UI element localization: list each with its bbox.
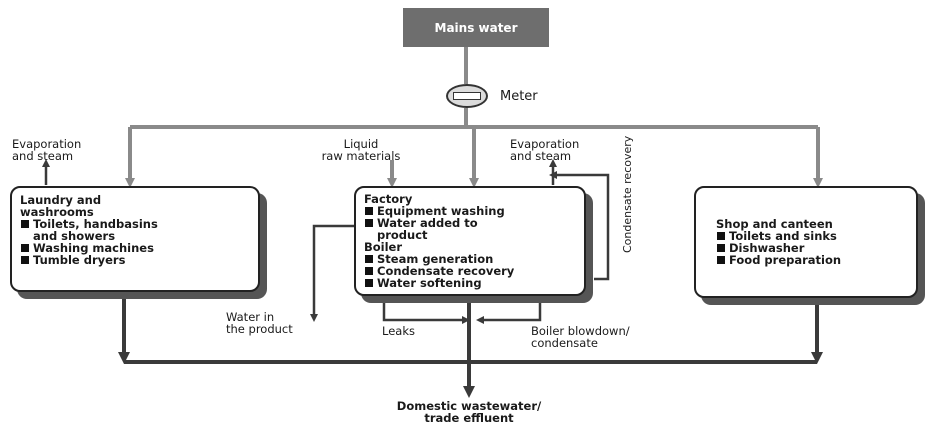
shop-canteen-box: Shop and canteen Toilets and sinks Dishw… bbox=[694, 186, 918, 298]
laundry-washrooms-box: Laundry and washrooms Toilets, handbasin… bbox=[10, 186, 260, 292]
shop-item: Dishwasher bbox=[716, 242, 908, 254]
evaporation-lines bbox=[42, 159, 557, 185]
laundry-item: Washing machines bbox=[20, 242, 250, 254]
boiler-blowdown-label: Boiler blowdown/ condensate bbox=[531, 324, 630, 350]
factory-items: Equipment washing Water added to product bbox=[364, 205, 576, 241]
factory-boiler-box: Factory Equipment washing Water added to… bbox=[354, 186, 586, 296]
factory-item: Equipment washing bbox=[364, 205, 576, 217]
factory-title: Factory bbox=[364, 192, 413, 206]
mains-water-box: Mains water bbox=[403, 8, 549, 47]
condensate-loop bbox=[549, 171, 610, 281]
effluent-lines bbox=[118, 292, 823, 398]
boiler-title: Boiler bbox=[364, 240, 403, 254]
supply-lines bbox=[125, 47, 823, 188]
leaks-label: Leaks bbox=[382, 324, 415, 338]
meter-icon bbox=[446, 84, 488, 108]
factory-item: Water added to product bbox=[364, 217, 576, 241]
water-in-product-line bbox=[310, 224, 356, 322]
shop-item: Food preparation bbox=[716, 254, 908, 266]
boiler-item: Condensate recovery bbox=[364, 265, 576, 277]
evaporation-left-label: Evaporation and steam bbox=[12, 137, 82, 163]
laundry-items: Toilets, handbasins and showers Washing … bbox=[20, 218, 250, 266]
evaporation-mid-label: Evaporation and steam bbox=[510, 137, 580, 163]
water-in-product-label: Water in the product bbox=[226, 310, 293, 336]
condensate-recovery-label: Condensate recovery bbox=[621, 135, 634, 253]
laundry-item: Tumble dryers bbox=[20, 254, 250, 266]
laundry-item: Toilets, handbasins and showers bbox=[20, 218, 250, 242]
boiler-item: Steam generation bbox=[364, 253, 576, 265]
laundry-title: Laundry and washrooms bbox=[20, 193, 102, 219]
liquid-raw-materials-label: Liquid raw materials bbox=[321, 137, 401, 163]
boiler-item: Water softening bbox=[364, 277, 576, 289]
boiler-items: Steam generation Condensate recovery Wat… bbox=[364, 253, 576, 289]
shop-item: Toilets and sinks bbox=[716, 230, 908, 242]
shop-items: Toilets and sinks Dishwasher Food prepar… bbox=[716, 230, 908, 266]
outflow-label: Domestic wastewater/ trade effluent bbox=[396, 399, 542, 425]
leaks-blowdown-lines bbox=[382, 295, 542, 324]
meter-label: Meter bbox=[500, 89, 538, 104]
shop-title: Shop and canteen bbox=[716, 217, 833, 231]
